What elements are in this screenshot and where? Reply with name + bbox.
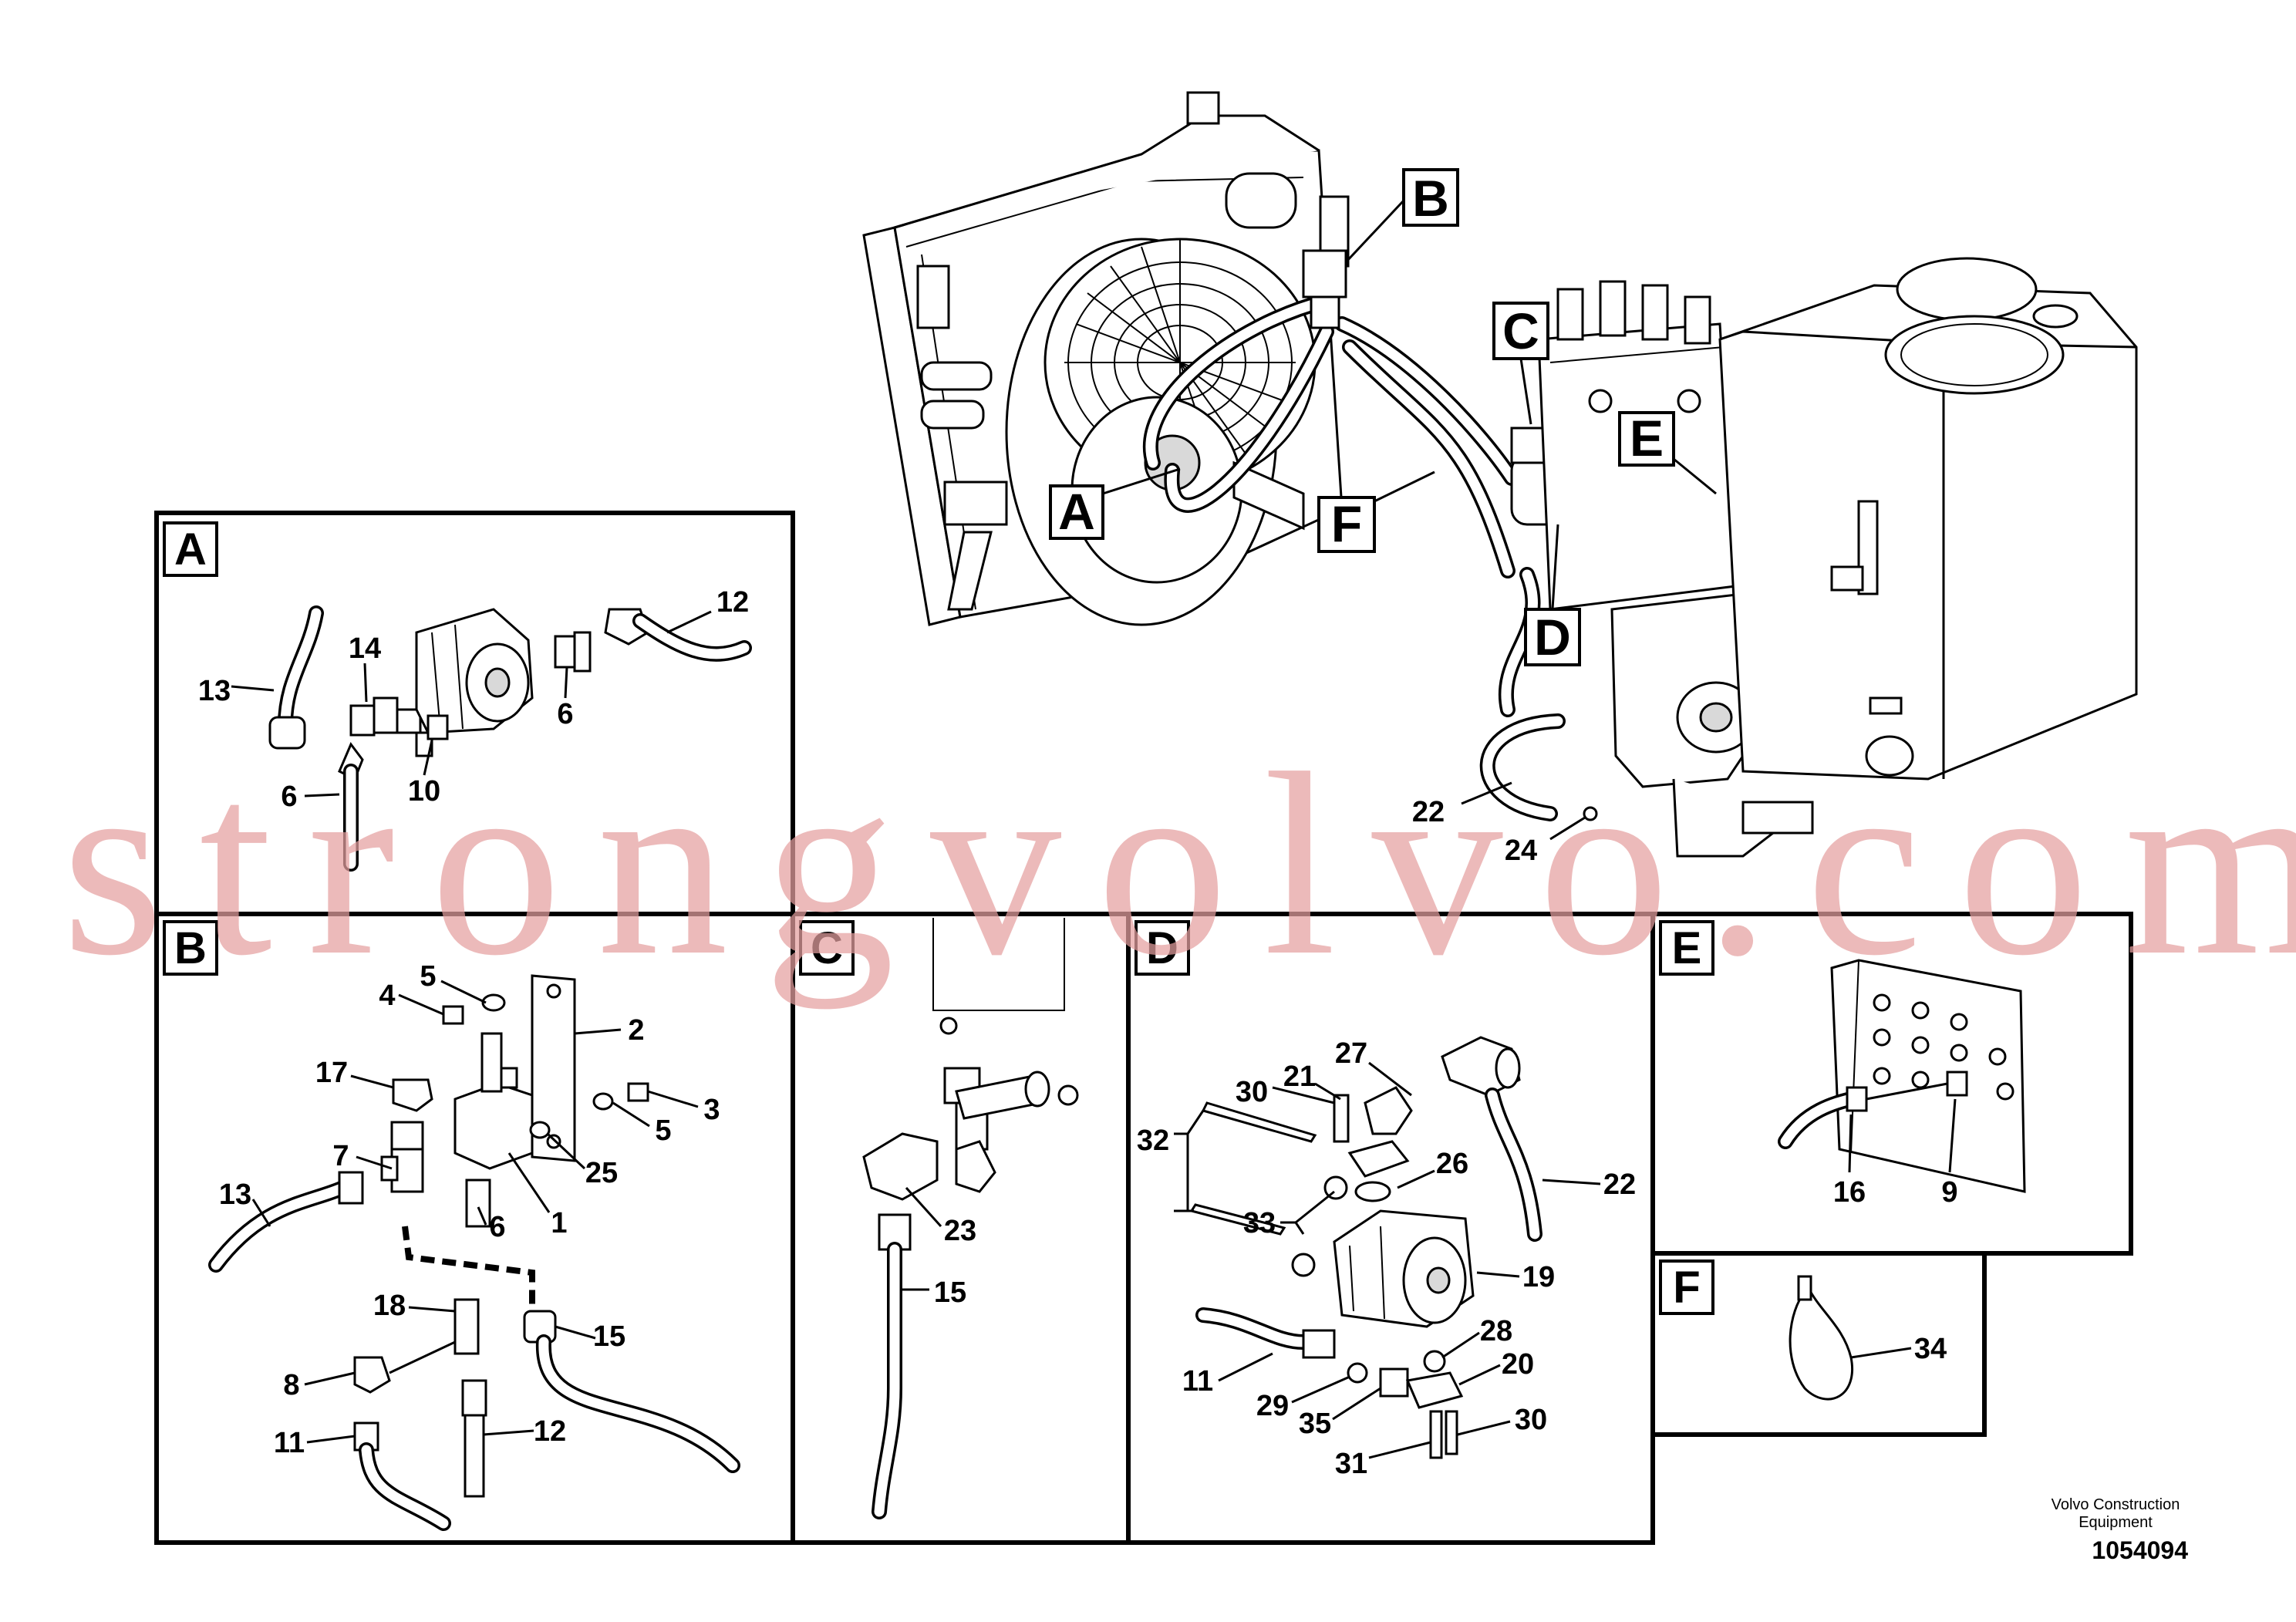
tag-B-box	[1402, 168, 1459, 227]
panel-F-label: F	[1673, 1263, 1700, 1313]
manufacturer-line-1: Volvo Construction	[2051, 1496, 2180, 1513]
tag-E-box	[1618, 411, 1675, 467]
panel-D-callout-21: 21	[1283, 1061, 1316, 1093]
panel-B-callout-25: 25	[585, 1157, 618, 1189]
panel-A-callout-13: 13	[198, 675, 231, 707]
panel-E-label: E	[1672, 923, 1702, 973]
panel-F-callout-34: 34	[1914, 1333, 1947, 1365]
panel-C-drawing: 23 15	[862, 918, 1079, 1519]
panel-B-callout-6: 6	[489, 1211, 505, 1243]
panel-A-callout-6b: 6	[281, 781, 297, 813]
hydraulic-tank	[1718, 257, 2138, 781]
radiator-assembly	[862, 91, 1344, 626]
panel-D-callout-20: 20	[1502, 1348, 1534, 1381]
panel-C-label: C	[811, 923, 843, 973]
tag-D: D	[1534, 609, 1571, 666]
manufacturer-line-2: Equipment	[2079, 1514, 2153, 1531]
panel-B-callout-7: 7	[332, 1140, 349, 1172]
panel-C-callout-15: 15	[934, 1276, 966, 1309]
callout-22: 22	[1412, 796, 1445, 828]
overview-illustration: A B C D E F 22 24	[862, 91, 2138, 867]
panel-D-callout-33: 33	[1243, 1207, 1276, 1239]
callout-24: 24	[1505, 835, 1537, 867]
panel-B-callout-13: 13	[219, 1179, 251, 1211]
panel-D-callout-27: 27	[1335, 1037, 1367, 1070]
panel-B-callout-4: 4	[379, 980, 395, 1012]
panel-D-callout-29: 29	[1256, 1390, 1289, 1422]
document-number: 1054094	[2092, 1536, 2188, 1564]
panel-B-callout-11: 11	[274, 1427, 305, 1459]
panel-D-callout-30b: 30	[1515, 1404, 1547, 1436]
panel-D-callout-35: 35	[1299, 1408, 1331, 1440]
tag-A: A	[1058, 483, 1095, 540]
panel-D-label: D	[1146, 923, 1178, 973]
panel-B-callout-5: 5	[420, 960, 436, 993]
tag-B: B	[1412, 170, 1449, 227]
panel-B-callout-1: 1	[551, 1207, 567, 1239]
panel-F-frame	[1650, 1251, 1987, 1437]
panel-D-callout-30: 30	[1236, 1076, 1268, 1108]
panel-B-callout-15: 15	[593, 1320, 625, 1353]
panel-E-callout-9: 9	[1941, 1176, 1957, 1209]
overview-callouts: 22 24	[1412, 781, 1598, 867]
tag-C: C	[1502, 302, 1539, 359]
panel-B-callout-17: 17	[315, 1057, 348, 1089]
panel-B-callout-18: 18	[373, 1290, 406, 1322]
panel-B-callout-8: 8	[283, 1369, 299, 1401]
panel-E-callout-16: 16	[1833, 1176, 1866, 1209]
tag-D-box	[1524, 608, 1581, 666]
panel-E-drawing: 16 9	[1778, 959, 2026, 1209]
panel-A-callout-12: 12	[716, 586, 749, 619]
panel-A-callout-14: 14	[349, 632, 381, 665]
panel-D-callout-31: 31	[1335, 1448, 1367, 1480]
panel-C-callout-23: 23	[944, 1215, 976, 1247]
panel-F-drawing: 34	[1789, 1275, 1947, 1401]
watermark-text: strongvolvo.com	[62, 719, 2296, 1010]
panel-D-drawing: 27 21 30 26 32 22 33 19 28 11 20 29 35 3…	[1137, 1036, 1636, 1480]
panel-D-callout-11: 11	[1182, 1365, 1213, 1398]
panel-B-label: B	[174, 923, 207, 973]
panel-A-drawing: 12 13 14 6 6 10	[198, 586, 752, 872]
panel-B-drawing: 4 5 2 17 3 5 7 25 1 13 6 18 15 8 12 11	[208, 960, 740, 1531]
tag-A-box	[1049, 484, 1104, 540]
panel-D-callout-28: 28	[1480, 1315, 1512, 1347]
panel-A-label: A	[174, 524, 207, 575]
panel-B-callout-5b: 5	[655, 1114, 671, 1147]
panel-D-callout-22: 22	[1603, 1168, 1636, 1201]
overview-tags: A B C D E F	[1049, 168, 1717, 666]
panel-B-callout-2: 2	[628, 1014, 644, 1047]
manufacturer-label: Volvo Construction Equipment	[2015, 1496, 2216, 1532]
panel-D-callout-26: 26	[1436, 1148, 1468, 1180]
tag-E: E	[1630, 410, 1664, 467]
panel-B-callout-12: 12	[534, 1415, 566, 1448]
panel-D-callout-19: 19	[1522, 1261, 1555, 1293]
panel-B-callout-3: 3	[703, 1094, 720, 1126]
panel-frames: A B C D E F	[154, 511, 2133, 1545]
panel-A-callout-6: 6	[557, 698, 573, 730]
panel-A-callout-10: 10	[408, 775, 440, 808]
tag-F-box	[1317, 496, 1376, 553]
tag-F: F	[1331, 495, 1362, 552]
panel-D-callout-32: 32	[1137, 1125, 1169, 1157]
